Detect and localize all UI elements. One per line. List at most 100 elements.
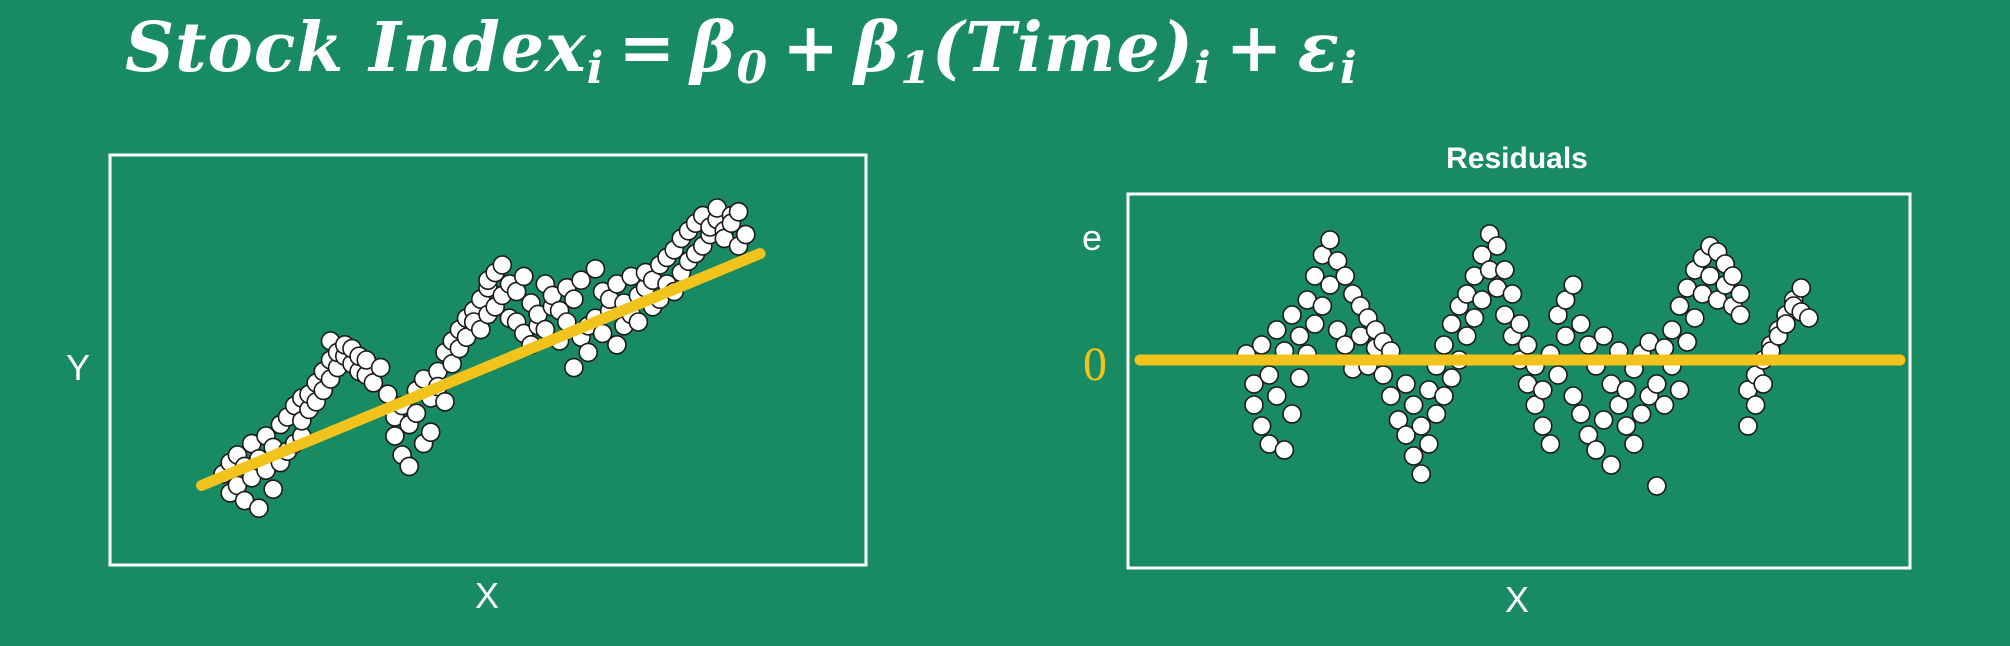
residual-point — [1563, 386, 1583, 406]
formula-beta-1: β — [854, 8, 901, 88]
residual-point — [1274, 440, 1295, 460]
residual-point — [1426, 404, 1447, 424]
residual-point — [1540, 434, 1561, 454]
residual-point — [1593, 326, 1614, 346]
scatter-point — [385, 426, 405, 446]
residual-point — [1616, 380, 1637, 400]
residual-point — [1434, 335, 1454, 355]
scatter-chart-frame — [108, 153, 868, 567]
residual-point — [1631, 404, 1652, 424]
residual-point — [1723, 266, 1743, 286]
residual-point — [1776, 314, 1796, 334]
residual-point — [1601, 455, 1621, 475]
scatter-ylabel: Y — [66, 347, 90, 388]
scatter-point — [564, 289, 584, 310]
residual-point — [1647, 476, 1667, 496]
residuals-title: Residuals — [1446, 142, 1588, 175]
scatter-point — [249, 498, 269, 519]
residual-point — [1373, 365, 1393, 385]
scatter-point — [370, 357, 391, 378]
regression-formula: Stock Indexi=β0+β1(Time)i+εi — [125, 8, 1358, 94]
scatter-point — [571, 270, 591, 291]
formula-epsilon: ε — [1297, 8, 1340, 88]
scatter-point — [492, 255, 513, 275]
formula-plus-1: + — [782, 8, 841, 88]
residual-point — [1533, 416, 1553, 436]
residual-point — [1517, 335, 1538, 355]
formula-equals: = — [618, 8, 677, 88]
residual-point — [1320, 230, 1340, 250]
scatter-points — [213, 198, 756, 519]
trend-line — [196, 248, 766, 491]
residual-point — [1335, 266, 1355, 286]
residual-point — [1571, 404, 1591, 424]
residual-point — [1654, 395, 1675, 415]
formula-time-sub-i: i — [1193, 43, 1212, 94]
residual-point — [1472, 290, 1492, 310]
scatter-point — [406, 403, 427, 424]
residual-point — [1251, 335, 1272, 355]
residual-point — [1578, 335, 1599, 355]
residual-point — [1571, 314, 1591, 334]
formula-sub-i: i — [586, 43, 605, 94]
scatter-chart: Y X — [66, 153, 868, 616]
residual-point — [1563, 275, 1583, 295]
residual-point — [1654, 338, 1675, 358]
residual-point — [1396, 374, 1416, 394]
residual-point — [1434, 386, 1454, 406]
residual-point — [1662, 320, 1682, 340]
residual-point — [1510, 314, 1530, 334]
residual-point — [1289, 368, 1310, 388]
residual-point — [1586, 440, 1606, 460]
residuals-zero-tick: 0 — [1083, 338, 1107, 391]
residual-point — [1335, 335, 1355, 355]
formula-sub-0: 0 — [736, 43, 769, 94]
residual-point — [1289, 326, 1310, 346]
residuals-chart-frame — [1126, 192, 1912, 570]
residual-point — [1381, 386, 1401, 406]
scatter-point — [420, 422, 441, 443]
residual-point — [1487, 236, 1507, 256]
residual-point — [1502, 284, 1523, 304]
residual-point — [1441, 368, 1462, 388]
residual-point — [1259, 365, 1279, 385]
residual-point — [1799, 308, 1819, 328]
residual-point — [1791, 278, 1811, 298]
residual-point — [1593, 410, 1614, 430]
residual-point — [1533, 380, 1553, 400]
formula-epsilon-sub-i: i — [1339, 43, 1358, 94]
scatter-point — [585, 258, 606, 279]
residual-point — [1730, 305, 1751, 325]
scatter-point — [263, 479, 284, 500]
scatter-point — [578, 342, 599, 363]
formula-beta-0: β — [690, 8, 737, 88]
residual-point — [1738, 416, 1758, 436]
residuals-xlabel: X — [1505, 579, 1529, 620]
residual-point — [1700, 266, 1720, 286]
residual-point — [1624, 434, 1644, 454]
residual-point — [1305, 266, 1325, 286]
residual-point — [1251, 416, 1272, 436]
residuals-ylabel: e — [1082, 217, 1102, 258]
residual-point — [1267, 320, 1287, 340]
residual-point — [1244, 395, 1264, 415]
residual-point — [1548, 365, 1568, 385]
formula-sub-1: 1 — [900, 43, 932, 94]
residuals-chart: Residuals e 0 X — [1082, 142, 1912, 620]
scatter-point — [513, 266, 534, 287]
scatter-point — [607, 334, 627, 355]
residual-point — [1753, 374, 1773, 394]
scatter-point — [728, 202, 749, 222]
residual-point — [1312, 296, 1333, 316]
residual-point — [1320, 275, 1340, 295]
formula-time: (Time) — [931, 8, 1194, 88]
residual-point — [1677, 332, 1697, 352]
residual-point — [1647, 374, 1667, 394]
residual-point — [1411, 464, 1431, 484]
residual-point — [1396, 425, 1416, 445]
scatter-point — [628, 312, 649, 332]
scatter-point — [435, 391, 455, 412]
residual-point — [1669, 380, 1690, 400]
residual-point — [1457, 326, 1477, 346]
residual-point — [1403, 395, 1424, 415]
